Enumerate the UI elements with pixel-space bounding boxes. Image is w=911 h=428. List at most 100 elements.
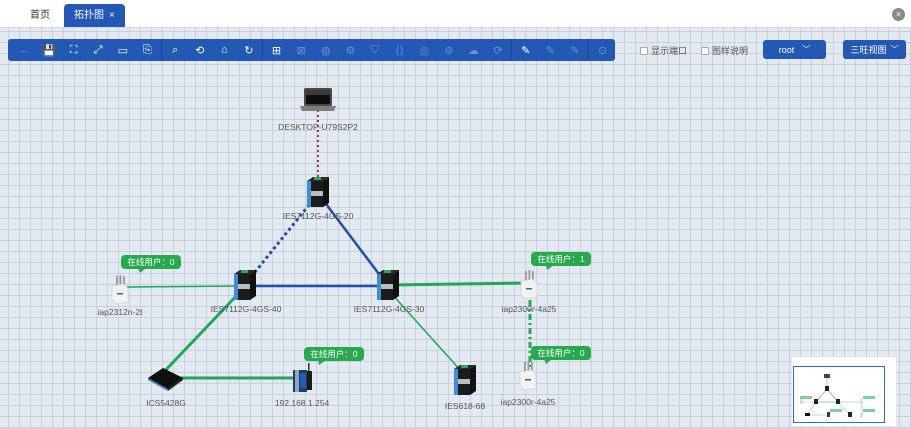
show-port-label: 显示端口 — [651, 46, 688, 56]
add-link-button[interactable]: ✎ — [513, 39, 538, 61]
device-settings-icon: ⚙ — [345, 44, 356, 57]
switch-icon — [454, 365, 476, 395]
tab-topology-label: 拓扑图 — [74, 10, 104, 21]
legend-label: 图样说明 — [712, 46, 749, 56]
refresh-icon: ↻ — [244, 44, 254, 57]
node-label: iap2300r-4a25 — [501, 397, 556, 407]
node-ap1[interactable]: iap2312n-2t 在线用户：0 — [98, 255, 181, 317]
node-label: IES7112G-4GS-30 — [354, 304, 425, 314]
minimap-preview — [800, 374, 875, 418]
link-s30-ies618 — [389, 291, 463, 373]
node-label: ICS5428G — [146, 398, 186, 408]
switch-icon — [377, 270, 399, 300]
access-point-icon — [519, 360, 537, 391]
refresh-button[interactable]: ↻ — [237, 39, 262, 61]
fit-screen-icon: ⤢ — [93, 43, 103, 56]
device-shield-icon: ⛉ — [370, 43, 380, 56]
device-settings-button[interactable]: ⚙ — [338, 39, 363, 61]
globe-icon: ◍ — [320, 44, 331, 57]
node-s30[interactable]: IES7112G-4GS-30 — [354, 270, 425, 314]
online-users-badge: 在线用户：0 — [121, 255, 181, 273]
view-select[interactable]: 三旺视图 ﹀ — [843, 40, 906, 59]
basket-icon: ⌂ — [220, 44, 228, 56]
panel-icon: ▭ — [117, 44, 129, 57]
tab-bar: 首页 拓扑图 × × — [0, 0, 911, 27]
link-s40-ics — [158, 290, 242, 378]
refresh-device-button[interactable]: ⟲ — [187, 39, 212, 61]
switch-icon — [307, 177, 329, 207]
minimap-viewport[interactable] — [793, 366, 885, 423]
node-desktop[interactable]: DESKTOP-U79S2P2 — [278, 88, 358, 132]
delete-device-button[interactable]: ⊠ — [289, 39, 314, 61]
laptop-icon — [300, 88, 336, 111]
basket-button[interactable]: ⌂ — [212, 39, 237, 61]
globe-settings-icon: ◎ — [419, 44, 430, 57]
save-button[interactable]: 💾 — [37, 39, 62, 61]
monitor-icon: ⊜ — [444, 44, 454, 57]
close-all-tabs-icon[interactable]: × — [892, 8, 905, 21]
online-users-badge: 在线用户：0 — [531, 346, 591, 364]
node-ap3[interactable]: iap2300r-4a25 在线用户：0 — [501, 346, 591, 407]
code-icon: ⟨⟩ — [395, 44, 404, 57]
chevron-down-icon: ﹀ — [890, 45, 899, 54]
monitor-button[interactable]: ⊜ — [437, 39, 462, 61]
link-ap1-s40 — [125, 285, 241, 288]
back-arrow-icon: ← — [18, 44, 30, 56]
add-device-button[interactable]: ⊞ — [264, 39, 289, 61]
node-ics[interactable]: ICS5428G — [146, 368, 186, 408]
legend-option[interactable]: 图样说明 — [701, 44, 748, 57]
show-port-checkbox[interactable] — [640, 46, 648, 55]
access-point-icon — [520, 269, 538, 300]
reset-icon: ⊙ — [598, 44, 608, 57]
reset-button[interactable]: ⊙ — [590, 39, 615, 61]
device-shield-button[interactable]: ⛉ — [363, 39, 388, 61]
online-users-badge: 在线用户：0 — [304, 347, 364, 365]
tab-home[interactable]: 首页 — [30, 10, 50, 21]
link-s20-s30 — [322, 199, 386, 283]
node-ies618[interactable]: IES618-68 — [445, 365, 485, 411]
back-arrow-button[interactable]: ← — [12, 39, 37, 61]
node-label: 192.168.1.254 — [275, 398, 330, 408]
show-port-option[interactable]: 显示端口 — [640, 44, 687, 57]
node-s40[interactable]: IES7112G-4GS-40 — [211, 270, 282, 314]
delete-link-button[interactable]: ✎ — [538, 39, 563, 61]
link-s30-ap2 — [389, 281, 529, 287]
panel-button[interactable]: ▭ — [111, 39, 136, 61]
link-settings-icon: ✎ — [570, 44, 580, 57]
cloud-upload-button[interactable]: ☁ — [461, 39, 486, 61]
fit-screen-button[interactable]: ⤢ — [86, 39, 111, 61]
globe-settings-button[interactable]: ◎ — [412, 39, 437, 61]
topology-canvas[interactable] — [0, 27, 911, 428]
node-label: IES618-68 — [445, 401, 485, 411]
user-select[interactable]: root ﹀ — [763, 40, 826, 59]
svg-text:在线用户：0: 在线用户：0 — [310, 349, 358, 359]
tab-topology[interactable]: 拓扑图 × — [64, 4, 125, 27]
node-s20[interactable]: IES7112G-4GS-20 — [283, 177, 354, 221]
toolbar-separator — [160, 39, 162, 61]
minimap[interactable] — [792, 357, 896, 426]
node-gw[interactable]: 192.168.1.254 在线用户：0 — [275, 347, 364, 408]
legend-checkbox[interactable] — [701, 46, 709, 55]
svg-text:在线用户：0: 在线用户：0 — [127, 257, 175, 267]
link-settings-button[interactable]: ✎ — [563, 39, 588, 61]
add-link-icon: ✎ — [521, 44, 531, 57]
save-icon: 💾 — [42, 44, 56, 57]
topology-toolbar: ← 💾 ⛶ ⤢ ▭ ⎘⌕⟲ ⌂ ↻ ⊞ ⊠ ◍ ⚙ ⛉ ⟨⟩ ◎ ⊜ ☁ ⟳ ✎ ✎ ✎ ⊙ — [8, 39, 615, 61]
layout-icon: ⛶ — [69, 43, 78, 56]
gateway-icon — [293, 363, 312, 392]
export-button[interactable]: ⎘ — [135, 39, 160, 61]
access-point-icon — [111, 274, 129, 305]
view-select-value: 三旺视图 — [850, 45, 887, 55]
code-button[interactable]: ⟨⟩ — [387, 39, 412, 61]
layout-button[interactable]: ⛶ — [61, 39, 86, 61]
cloud-sync-icon: ⟳ — [493, 44, 503, 57]
tab-close-icon[interactable]: × — [109, 10, 115, 21]
toolbar-separator — [588, 39, 590, 61]
globe-button[interactable]: ◍ — [313, 39, 338, 61]
search-device-button[interactable]: ⌕ — [163, 39, 188, 61]
cloud-sync-button[interactable]: ⟳ — [486, 39, 511, 61]
node-ap2[interactable]: iap2300r-4a25 在线用户：1 — [502, 252, 591, 314]
add-device-icon: ⊞ — [271, 44, 282, 57]
switch-icon — [234, 270, 256, 300]
